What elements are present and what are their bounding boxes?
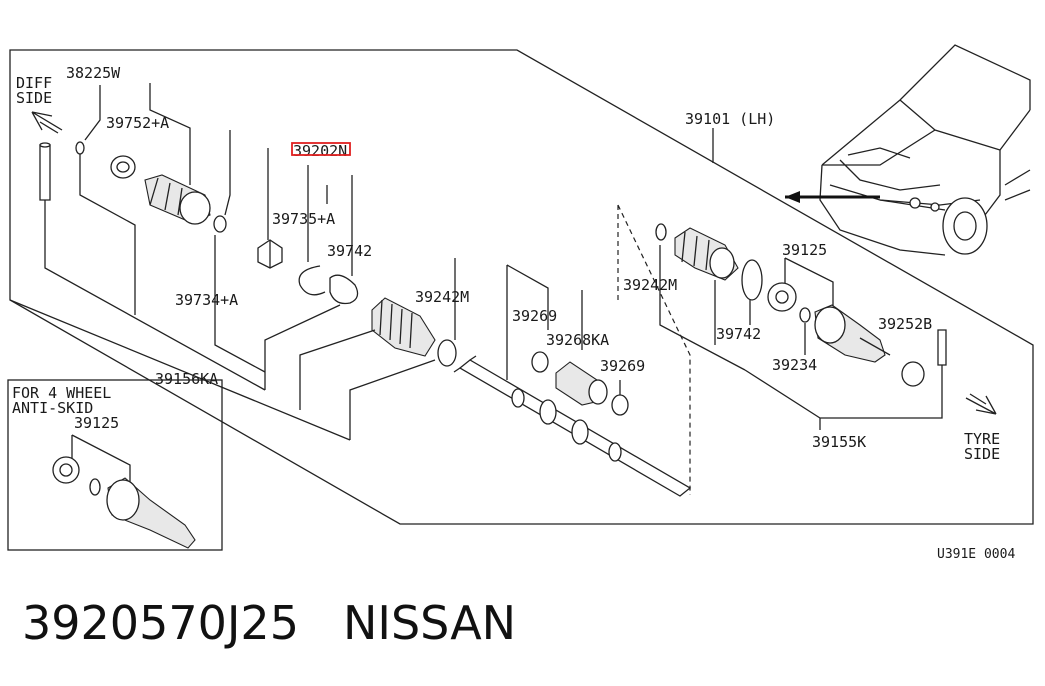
tyre-side-label: TYRE (964, 430, 1000, 448)
label-39242m-left: 39242M (415, 288, 469, 306)
label-39252b: 39252B (878, 315, 932, 333)
part-outer-joint-right (814, 304, 891, 363)
label-39735a: 39735+A (272, 210, 335, 228)
tyre-arrow-icon (965, 393, 997, 415)
part-number: 3920570J25 (22, 596, 299, 650)
part-drive-shaft (453, 355, 692, 497)
diff-arrow-icon (31, 111, 63, 134)
clip-39269a (531, 351, 549, 373)
label-39752a: 39752+A (106, 114, 169, 132)
label-39269-bottom: 39269 (600, 357, 645, 375)
part-39735a-spider (257, 239, 283, 269)
label-39734a: 39734+A (175, 291, 238, 309)
clip-38225w (75, 141, 85, 155)
part-39752a-seal (110, 155, 136, 179)
label-39202n: 39202N (293, 142, 347, 160)
caption: 3920570J25 NISSAN (22, 596, 516, 650)
part-39242m-boot-right (674, 227, 739, 281)
label-39742-right: 39742 (716, 325, 761, 343)
brand-name: NISSAN (342, 596, 517, 650)
part-outer-joint (144, 174, 211, 225)
part-39242m-boot-left (371, 297, 457, 367)
label-39125-right: 39125 (782, 241, 827, 259)
label-39234: 39234 (772, 356, 817, 374)
clip-39269b (611, 394, 629, 416)
diff-side-label-2: SIDE (16, 89, 52, 107)
ring-39734a (213, 215, 227, 233)
label-39742-left: 39742 (327, 242, 372, 260)
car-illustration (785, 44, 1031, 256)
label-39156ka: 39156KA (155, 370, 218, 388)
inset-part-label: 39125 (74, 414, 119, 432)
label-38225w: 38225W (66, 64, 121, 82)
clip-39242m-right (655, 223, 667, 241)
label-39269-top: 39269 (512, 307, 557, 325)
label-39268ka: 39268KA (546, 331, 609, 349)
label-39155k: 39155K (812, 433, 866, 451)
part-39125-spider-right (767, 282, 797, 312)
ring-39234 (799, 307, 811, 323)
highlight-box (291, 142, 351, 156)
ring-39742a (298, 265, 326, 296)
label-39242m-right: 39242M (623, 276, 677, 294)
inset-anti-skid: FOR 4 WHEEL ANTI-SKID 39125 (7, 379, 223, 551)
part-39268ka-damper (555, 361, 608, 406)
tyre-side-label-2: SIDE (964, 445, 1000, 463)
inset-title-line1: FOR 4 WHEEL (12, 384, 111, 402)
part-38225w-pin (39, 142, 266, 391)
label-39101-lh: 39101 (LH) (685, 110, 775, 128)
diff-side-label: DIFF (16, 74, 52, 92)
ring-39742b (741, 259, 763, 301)
dashed-group-box (617, 204, 691, 495)
seal-39252b (901, 361, 925, 387)
ring-39742a-2 (329, 274, 359, 305)
inset-title-line2: ANTI-SKID (12, 399, 93, 417)
diagram-code: U391E 0004 (937, 547, 1015, 562)
